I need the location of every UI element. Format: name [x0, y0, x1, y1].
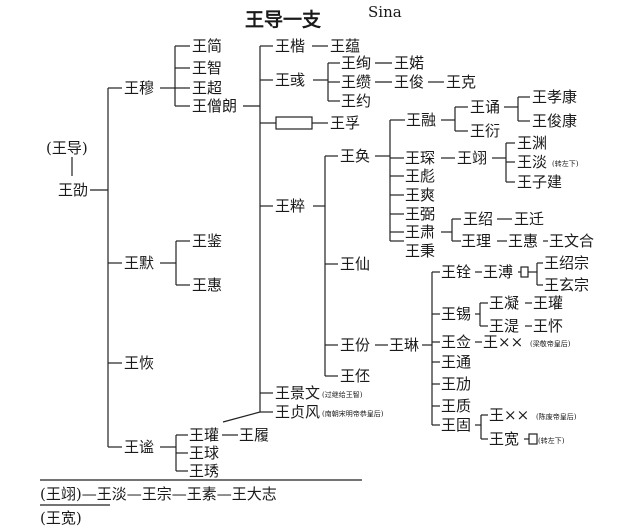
node-junkang: 王俊康	[532, 112, 577, 130]
node-rong: 王融	[406, 111, 436, 129]
note-xx1: (梁敬帝皇后)	[530, 339, 571, 348]
node-shao: 王绍	[463, 210, 493, 228]
note-xx2: (陈废帝皇后)	[536, 412, 577, 421]
watermark: Sina	[368, 3, 402, 21]
node-bing: 王秉	[405, 242, 435, 260]
node-yun: 王蕴	[330, 37, 360, 55]
connector-lines	[40, 45, 548, 506]
node-jun: 王俊	[394, 73, 424, 91]
node-wangshao: 王劭	[58, 181, 88, 199]
node-shen: 王琛	[405, 149, 435, 167]
node-hui-l1: 王恢	[124, 354, 154, 372]
node-xun: 王绚	[341, 54, 371, 72]
note-jingwen: (过继给王智)	[322, 390, 363, 399]
tree-nodes: (王导) 王劭 王穆 王默 王恢 王谧 王简 王智 王超 王僧朗 王楷 王蕴 王…	[40, 37, 594, 527]
node-yu: 王彧	[275, 71, 305, 89]
node-ti: 王湜	[489, 317, 519, 335]
node-yong: 王诵	[470, 98, 500, 116]
node-hui-a: 王惠	[508, 232, 538, 250]
node-mo: 王默	[124, 254, 154, 272]
node-fen: 王份	[340, 336, 370, 354]
node-xie: 王劢	[441, 375, 471, 393]
node-zuan: 王缵	[341, 73, 371, 91]
node-xuanzong: 王玄宗	[544, 276, 589, 294]
node-shaozong: 王绍宗	[544, 254, 589, 272]
node-hui-b: 王惠	[192, 276, 222, 294]
tree-title: 王导一支	[245, 9, 322, 31]
node-yue: 王约	[341, 92, 371, 110]
node-wenhe: 王文合	[549, 232, 594, 250]
node-ning: 王凝	[489, 294, 519, 312]
bottom-line-2: (王宽)	[40, 509, 82, 527]
node-huai: 王怀	[533, 317, 563, 335]
note-zhenfeng: (南朝宋明帝恭皇后)	[322, 409, 384, 418]
node-gu: 王固	[441, 416, 471, 434]
node-xu-a: 王翊	[457, 149, 487, 167]
node-yan-a: 王衍	[470, 122, 500, 140]
node-jian2: 王鉴	[192, 232, 222, 250]
node-qian2: 王佥	[441, 333, 471, 351]
node-yuan: 王渊	[517, 134, 547, 152]
node-jingwen: 王景文	[275, 384, 320, 402]
node-lin: 王琳	[389, 336, 419, 354]
node-zhi2: 王质	[441, 397, 471, 415]
node-biao: 王彪	[405, 167, 435, 185]
node-senglang: 王僧朗	[192, 97, 237, 115]
node-fu: 王孚	[330, 114, 360, 132]
node-chao: 王超	[192, 79, 222, 97]
node-bi: 王弼	[405, 205, 435, 223]
node-kuan: 王宽	[489, 430, 519, 448]
node-pu: 王溥	[483, 263, 513, 281]
node-tong: 王通	[441, 353, 471, 371]
node-kai: 王楷	[275, 37, 305, 55]
node-qiu: 王球	[189, 444, 219, 462]
node-xiu: 王琇	[189, 462, 219, 480]
node-li-a: 王理	[461, 232, 491, 250]
node-shuang: 王爽	[405, 186, 435, 204]
node-guan2: 王瓘	[189, 426, 219, 444]
node-jian: 王简	[192, 37, 222, 55]
note-kuan: (转左下)	[538, 436, 565, 445]
node-lv: 王履	[239, 426, 269, 444]
bottom-line-1: (王翊)—王淡—王宗—王素—王大志	[40, 485, 277, 503]
node-huan: 王奂	[340, 147, 370, 165]
node-dan-a: 王淡	[517, 153, 547, 171]
node-xx2: 王××	[489, 406, 529, 424]
node-qian: 王迁	[514, 210, 544, 228]
node-zhenfeng: 王贞风	[275, 403, 320, 421]
node-quan: 王铨	[441, 263, 471, 281]
node-xian: 王仙	[340, 255, 370, 273]
node-cui: 王粹	[275, 197, 305, 215]
node-zhi: 王智	[192, 59, 222, 77]
node-xiaokang: 王孝康	[532, 88, 577, 106]
node-mu: 王穆	[124, 79, 154, 97]
node-pi: 王伾	[340, 367, 370, 385]
node-su: 王肃	[405, 223, 435, 241]
node-ke: 王克	[446, 73, 476, 91]
node-xi: 王锡	[441, 305, 471, 323]
node-guan: 王瓘	[533, 294, 563, 312]
node-zijian: 王子建	[517, 173, 562, 191]
node-xx1: 王××	[483, 333, 523, 351]
node-yi: 王谧	[124, 438, 154, 456]
node-wangdao: (王导)	[46, 139, 88, 157]
note-dan-a: (转左下)	[552, 159, 579, 168]
node-zha: 王婼	[394, 54, 424, 72]
